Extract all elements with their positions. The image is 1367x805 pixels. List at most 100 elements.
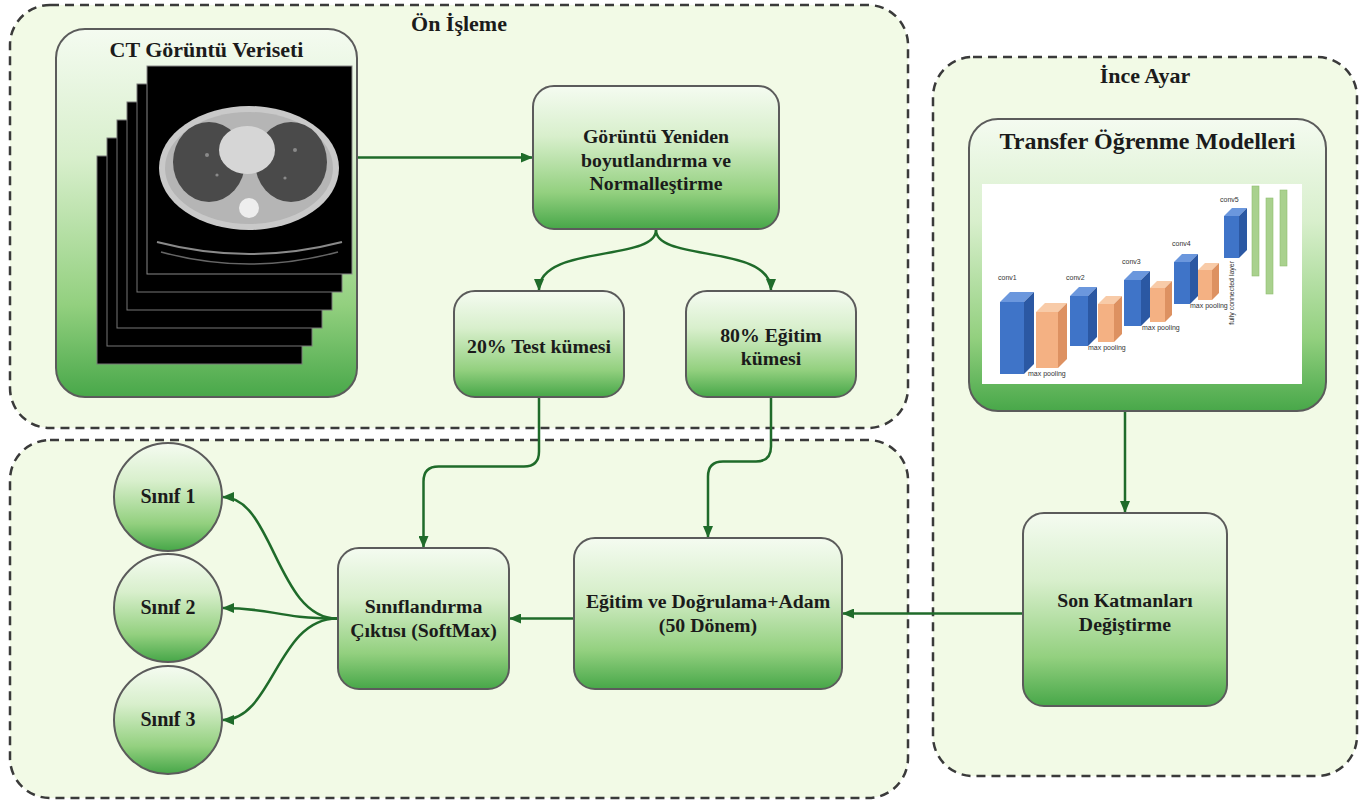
flow-arrow [223,608,337,619]
flow-arrow [843,612,1022,615]
cnn-illustration [970,120,1329,414]
box-label: 80% Eğitim kümesi [697,324,845,371]
layer-caption: conv2 [1066,274,1085,282]
ct-body [159,106,339,230]
flow-arrow [1124,412,1127,512]
process-box: Görüntü Yeniden boyutlandırma ve Normall… [532,85,780,230]
process-box: Sınıflandırma Çıktısı (SoftMax) [337,547,510,690]
ct-table [161,252,338,264]
layer-side-face [1190,254,1198,304]
flow-arrow [510,617,573,620]
layer-caption: max pooling [1028,370,1066,378]
ct-slice-front [147,66,352,274]
ct-image-stack [57,30,360,400]
cnn-layers [1000,186,1287,374]
flow-arrow [708,398,771,537]
layer-caption: max pooling [1190,302,1228,310]
text-group: 80% Eğitim kümesi [687,318,855,371]
layer-front-face [1124,280,1141,326]
flow-arrow [223,497,337,619]
text-group: Eğitim ve Doğrulama+Adam (50 Dönem) [575,590,841,637]
box-title: CT Görüntü Veriseti [57,37,356,63]
flow-arrow [358,156,532,159]
layer-side-face [1165,281,1172,322]
layer-front-face [1198,270,1212,300]
class-circle: Sınıf 1 [113,442,223,552]
layer-side-face [1024,292,1034,374]
region-title: İnce Ayar [933,63,1357,89]
ct-chest [157,106,342,264]
text-group: Son Katmanları Değiştirme [1024,583,1226,636]
layer-front-face [1098,304,1114,342]
box-label: Sınıflandırma Çıktısı (SoftMax) [349,595,498,642]
layer-caption: conv5 [1220,196,1239,204]
text-group: Transfer Öğrenme Modelleri [970,120,1325,155]
box-label: Eğitim ve Doğrulama+Adam (50 Dönem) [585,590,831,637]
ct-table [157,242,342,254]
layer-side-face [1212,263,1219,300]
image-box: Transfer Öğrenme Modelleri [968,118,1327,412]
process-box: Son Katmanları Değiştirme [1022,512,1228,707]
ct-vessel [205,153,209,157]
layer-caption: conv3 [1122,258,1141,266]
class-circle: Sınıf 3 [113,665,223,775]
text-group: Ön İşleme [10,5,908,37]
region-panel: İnce Ayar Transfer Öğrenme ModelleriSon … [933,57,1357,776]
image-box: CT Görüntü Veriseti [55,28,358,398]
text-group: 20% Test kümesi [457,329,621,358]
flow-arrow [656,230,771,290]
layer-side-face [1141,271,1150,326]
layer-side-face [1114,296,1122,342]
ct-vessel [293,148,297,152]
layer-front-face [1224,216,1239,258]
ct-vessel [215,173,218,176]
text-group: CT Görüntü Veriseti [57,30,356,63]
flow-arrow [539,230,656,290]
layer-side-face [1239,208,1247,258]
ct-heart [219,126,275,174]
fc-layer-bar [1266,198,1273,294]
layer-caption: conv1 [998,274,1017,282]
box-label: 20% Test kümesi [467,335,611,358]
layer-front-face [1000,302,1024,374]
text-group: Sınıf 1 [130,485,205,509]
dashed-region [933,57,1357,776]
class-label: Sınıf 3 [140,708,195,732]
layer-front-face [1150,288,1165,322]
region-panel: Ön İşleme CT Görüntü VerisetiGörüntü Yen… [10,5,908,428]
flow-arrow [424,398,540,547]
text-group: Sınıflandırma Çıktısı (SoftMax) [339,595,508,642]
region-title: Ön İşleme [10,11,908,37]
process-box: 20% Test kümesi [453,290,625,398]
fc-layer-bar [1280,190,1287,266]
layer-front-face [1070,296,1088,346]
text-group: İnce Ayar [933,57,1357,89]
fc-layer-bar [1252,186,1259,276]
ct-tissue [165,112,333,224]
class-label: Sınıf 2 [140,596,195,620]
ct-slice-stack [97,66,352,364]
text-group: Sınıf 2 [130,596,205,620]
dashed-region [10,440,908,798]
cnn-panel [982,184,1302,384]
layer-caption: fully connected layer [1228,261,1236,325]
layer-side-face [1088,287,1097,346]
layer-caption: conv4 [1172,240,1191,248]
text-group: Sınıf 3 [130,708,205,732]
box-title: Transfer Öğrenme Modelleri [970,127,1325,155]
text-group: Görüntü Yeniden boyutlandırma ve Normall… [534,119,778,195]
class-label: Sınıf 1 [140,485,195,509]
layer-side-face [1058,303,1067,368]
dashed-region [10,5,908,428]
layer-front-face [1036,312,1058,368]
layer-front-face [1174,262,1190,304]
layer-caption: max pooling [1142,324,1180,332]
process-box: 80% Eğitim kümesi [685,290,857,398]
layer-caption: max pooling [1088,344,1126,352]
class-circle: Sınıf 2 [113,553,223,663]
ct-vessel [283,176,286,179]
flow-arrow [223,619,337,721]
box-label: Görüntü Yeniden boyutlandırma ve Normall… [544,125,768,195]
